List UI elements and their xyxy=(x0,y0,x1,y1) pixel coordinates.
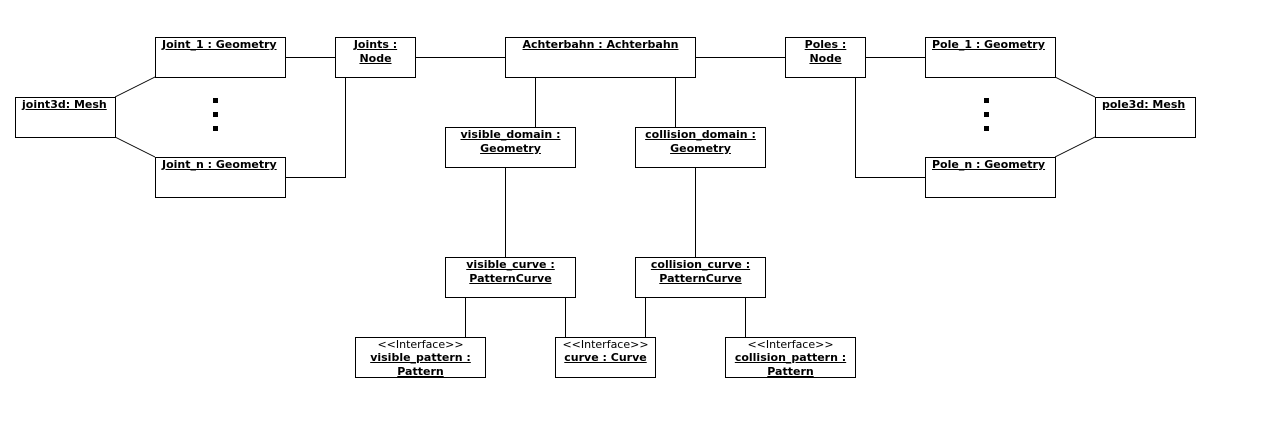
visible-curve-label: visible_curve : PatternCurve xyxy=(466,258,555,285)
joints-node-label: Joints : Node xyxy=(353,38,398,65)
visible-curve-node[interactable]: visible_curve : PatternCurve xyxy=(445,257,576,298)
curve-node[interactable]: <<Interface>> curve : Curve xyxy=(555,337,656,378)
ellipsis-dot xyxy=(213,112,218,117)
visible-pattern-node[interactable]: <<Interface>> visible_pattern : Pattern xyxy=(355,337,486,378)
visible-pattern-label: visible_pattern : Pattern xyxy=(370,351,471,378)
joint-1-node[interactable]: Joint_1 : Geometry xyxy=(155,37,286,78)
collision-domain-label: collision_domain : Geometry xyxy=(645,128,756,155)
link-pole3d-pole1 xyxy=(1054,76,1096,98)
pole-n-label: Pole_n : Geometry xyxy=(932,158,1046,171)
pole-1-label: Pole_1 : Geometry xyxy=(932,38,1045,51)
poles-node-label: Poles : Node xyxy=(804,38,847,65)
collision-pattern-label: collision_pattern : Pattern xyxy=(734,351,847,378)
ellipsis-dot xyxy=(984,112,989,117)
link-joint3d-jointn xyxy=(114,136,156,158)
link-joints-jointn xyxy=(285,77,346,178)
joint-n-label: Joint_n : Geometry xyxy=(162,158,277,171)
pole3d-label: pole3d: Mesh xyxy=(1102,98,1186,111)
pole-n-node[interactable]: Pole_n : Geometry xyxy=(925,157,1056,198)
ellipsis-dot xyxy=(984,126,989,131)
joints-ellipsis-dots xyxy=(213,98,219,140)
ellipsis-dot xyxy=(213,98,218,103)
visible-pattern-stereotype: <<Interface>> xyxy=(377,338,464,351)
visible-domain-label: visible_domain : Geometry xyxy=(460,128,561,155)
joint-n-node[interactable]: Joint_n : Geometry xyxy=(155,157,286,198)
curve-label: curve : Curve xyxy=(564,351,647,364)
pole3d-node[interactable]: pole3d: Mesh xyxy=(1095,97,1196,138)
joints-node[interactable]: Joints : Node xyxy=(335,37,416,78)
pole-1-node[interactable]: Pole_1 : Geometry xyxy=(925,37,1056,78)
curve-stereotype: <<Interface>> xyxy=(562,338,649,351)
joint3d-label: joint3d: Mesh xyxy=(22,98,107,111)
joint-1-label: Joint_1 : Geometry xyxy=(162,38,277,51)
collision-curve-node[interactable]: collision_curve : PatternCurve xyxy=(635,257,766,298)
visible-domain-node[interactable]: visible_domain : Geometry xyxy=(445,127,576,168)
achterbahn-node[interactable]: Achterbahn : Achterbahn xyxy=(505,37,696,78)
collision-pattern-node[interactable]: <<Interface>> collision_pattern : Patter… xyxy=(725,337,856,378)
link-poles-polen xyxy=(855,77,925,178)
poles-ellipsis-dots xyxy=(984,98,990,140)
poles-node[interactable]: Poles : Node xyxy=(785,37,866,78)
link-joint3d-joint1 xyxy=(114,76,156,98)
link-pole3d-polen xyxy=(1054,136,1096,158)
achterbahn-label: Achterbahn : Achterbahn xyxy=(522,38,679,51)
joint3d-node[interactable]: joint3d: Mesh xyxy=(15,97,116,138)
collision-domain-node[interactable]: collision_domain : Geometry xyxy=(635,127,766,168)
collision-pattern-stereotype: <<Interface>> xyxy=(747,338,834,351)
ellipsis-dot xyxy=(213,126,218,131)
ellipsis-dot xyxy=(984,98,989,103)
collision-curve-label: collision_curve : PatternCurve xyxy=(650,258,751,285)
